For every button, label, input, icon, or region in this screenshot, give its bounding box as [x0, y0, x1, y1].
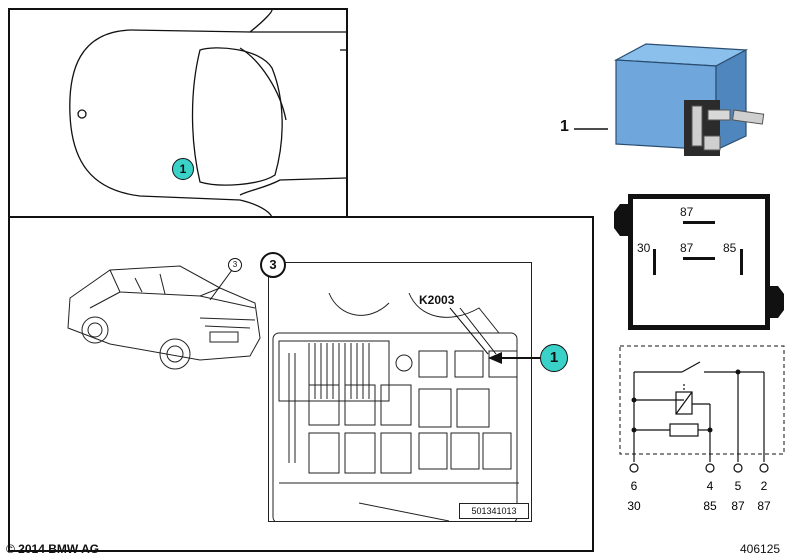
- location-callout: 1: [540, 344, 568, 372]
- fuse-box-detail: K2003 501341013: [268, 262, 532, 522]
- part-number: 501341013: [471, 506, 517, 516]
- schematic-terminal-87b: 87: [757, 499, 771, 513]
- relay-id-label: K2003: [419, 293, 455, 307]
- small-car-callout-number: 3: [232, 260, 238, 269]
- fuse-box-drawing: [272, 292, 519, 521]
- detail-leaders: [449, 307, 540, 364]
- small-car-callout: 3: [228, 258, 242, 272]
- copyright: © 2014 BMW AG: [6, 542, 100, 556]
- relay-number: 1: [560, 118, 569, 135]
- detail-callout-number: 3: [269, 257, 277, 272]
- pin-left-label: 30: [637, 241, 651, 255]
- schematic-pin-2: 2: [761, 479, 768, 493]
- pin-top-bar: [683, 221, 715, 224]
- relay-leader: [574, 128, 608, 130]
- pin-left-bar: [653, 249, 656, 275]
- symbol-notch-left: [614, 204, 630, 236]
- schematic-pin-4: 4: [707, 479, 714, 493]
- schematic-terminal-85: 85: [703, 499, 717, 513]
- car-topview-panel: 1: [8, 8, 348, 220]
- small-car-leader: [209, 269, 233, 301]
- pin-right-bar: [740, 249, 743, 275]
- location-callout-number: 1: [549, 349, 559, 366]
- relay-illustration: [613, 43, 765, 156]
- car-perspective-drawing: [67, 265, 261, 370]
- diagram-id: 406125: [740, 542, 781, 556]
- location-panel: 3: [8, 216, 594, 552]
- schematic-terminal-30: 30: [627, 499, 641, 513]
- pin-right-label: 85: [723, 241, 737, 255]
- pin-center-bar: [683, 257, 715, 260]
- part-number-box: 501341013: [459, 503, 529, 519]
- pin-top-label: 87: [680, 205, 694, 219]
- pin-center-label: 87: [680, 241, 694, 255]
- schematic-pin-5: 5: [735, 479, 742, 493]
- car-topview-drawing: [69, 9, 347, 219]
- wiring-schematic: 6 4 5 2 30 85 87 87: [619, 345, 785, 513]
- detail-callout: 3: [260, 252, 286, 278]
- schematic-pin-6: 6: [631, 479, 638, 493]
- schematic-terminal-87a: 87: [731, 499, 745, 513]
- callout-number: 1: [179, 162, 187, 176]
- callout-circle-top: 1: [172, 158, 194, 180]
- relay-symbol: 87 30 87 85: [628, 194, 770, 330]
- symbol-notch-right: [768, 286, 784, 318]
